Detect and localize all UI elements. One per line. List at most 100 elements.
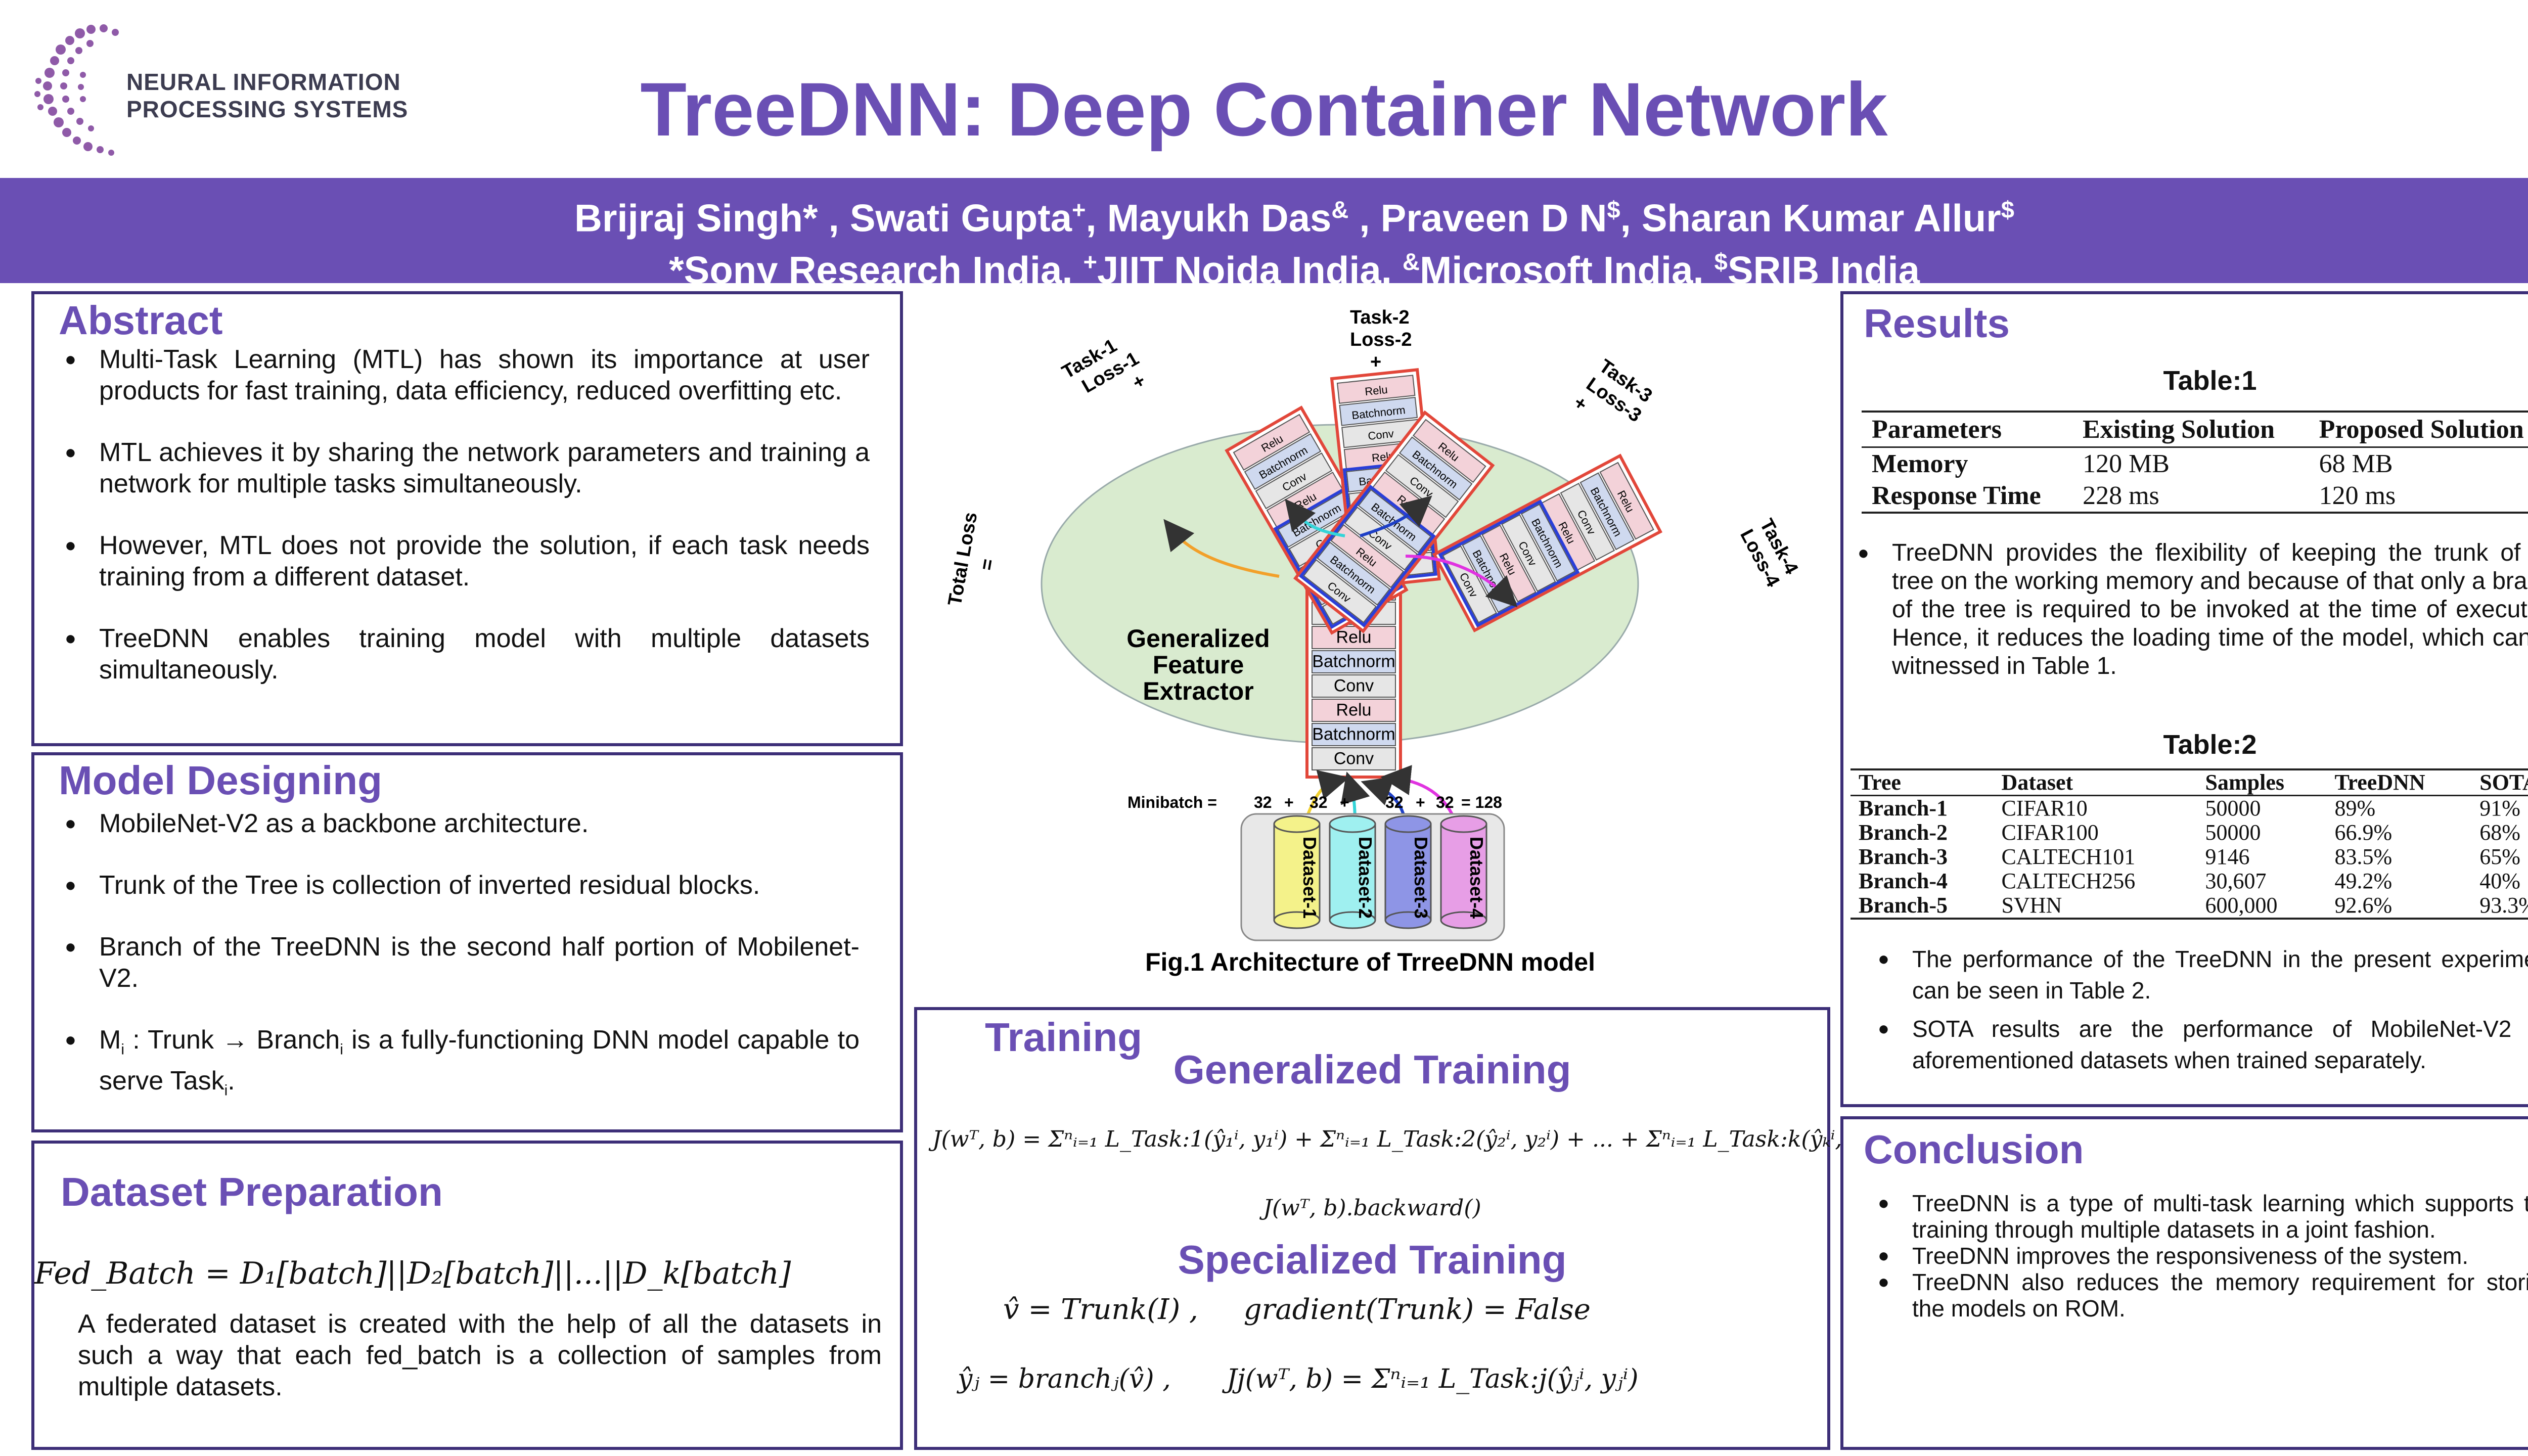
abstract-item: However, MTL does not provide the soluti… [51, 530, 870, 593]
branch-inner-frame [1438, 499, 1580, 627]
results-heading: Results [1864, 301, 2010, 346]
svg-text:32: 32 [1254, 793, 1272, 811]
layer-block [1330, 524, 1405, 588]
layer-label: Relu [1336, 628, 1372, 647]
arrow-to-branch-1 [1163, 519, 1280, 578]
conclusion-item: TreeDNN improves the responsiveness of t… [1864, 1243, 2528, 1269]
layer-block [1312, 674, 1396, 698]
svg-text:Loss-2: Loss-2 [1350, 329, 1412, 350]
generalized-training-heading: Generalized Training [1173, 1047, 1571, 1092]
abstract-item: Multi-Task Learning (MTL) has shown its … [51, 344, 870, 406]
abstract-item: TreeDNN enables training model with mult… [51, 623, 870, 686]
table1-row: Memory 120 MB 68 MB [1872, 449, 2393, 478]
dataset-cylinder-top [1329, 815, 1376, 833]
layer-block [1312, 626, 1396, 649]
abstract-heading: Abstract [59, 298, 223, 343]
backward-formula: J(wᵀ, b).backward() [1263, 1195, 1481, 1221]
abstract-panel: Abstract Multi-Task Learning (MTL) has s… [31, 291, 903, 746]
dataset-cylinder [1440, 823, 1487, 921]
dataset-cylinder-bottom [1329, 911, 1376, 929]
results-panel: Results Table:1 Parameters Existing Solu… [1840, 291, 2528, 1107]
model-list: MobileNet-V2 as a backbone architecture.… [51, 808, 860, 1107]
model-item: MobileNet-V2 as a backbone architecture. [51, 808, 860, 839]
model-item: Mi : Trunk → Branchi is a fully-function… [51, 1024, 860, 1107]
table1-caption: Table:1 [2163, 366, 2257, 396]
table2-header: Dataset [2001, 770, 2073, 795]
abstract-item: MTL achieves it by sharing the network p… [51, 437, 870, 499]
layer-label: Batchnorm [1312, 652, 1395, 671]
layer-label: Relu [1364, 383, 1388, 398]
dataset-label: Dataset-4 [1466, 837, 1487, 919]
results-list-2: The performance of the TreeDNN in the pr… [1864, 943, 2528, 1076]
layer-block [1312, 723, 1396, 746]
layer-label: Conv [1334, 676, 1374, 696]
table2-header: SOTA [2479, 770, 2528, 795]
task-1-label: Task-1 Loss-1 + [1059, 335, 1149, 397]
affiliations-line: *Sony Research India, +JIIT Noida India,… [669, 248, 1920, 292]
table1-header: Parameters [1872, 415, 2002, 444]
layer-block [1520, 504, 1576, 582]
training-heading: Training [985, 1015, 1143, 1060]
table-2: Tree Dataset Samples TreeDNN SOTA Branch… [1850, 768, 2528, 920]
layer-block [1244, 433, 1322, 490]
layer-block [1312, 699, 1396, 722]
task-4-label: Task-4 Loss-4 [1736, 516, 1802, 591]
svg-text:Minibatch =: Minibatch = [1127, 793, 1217, 811]
neurips-logo: NEURAL INFORMATION PROCESSING SYSTEMS [30, 20, 450, 167]
svg-text:32: 32 [1436, 793, 1454, 811]
conclusion-heading: Conclusion [1864, 1127, 2084, 1172]
dataset-cylinder [1384, 823, 1432, 921]
table-1: Parameters Existing Solution Proposed So… [1862, 411, 2528, 514]
results-text-list: TreeDNN provides the flexibility of keep… [1843, 539, 2528, 680]
table1-header: Existing Solution [2083, 415, 2275, 444]
arrow-to-branch-4 [1405, 555, 1518, 608]
svg-text:=: = [976, 557, 999, 572]
trunk-formula: v̂ = Trunk(I) ,gradient(Trunk) = False [1003, 1293, 1591, 1326]
dataset-cylinder [1273, 823, 1321, 921]
results-item: SOTA results are the performance of Mobi… [1864, 1013, 2528, 1076]
layer-block [1501, 514, 1556, 592]
figure-caption: Fig.1 Architecture of TrreeDNN model [1145, 948, 1595, 976]
model-heading: Model Designing [59, 758, 382, 803]
table2-header: Samples [2205, 770, 2284, 795]
conclusion-list: TreeDNN is a type of multi-task learning… [1864, 1190, 2528, 1322]
svg-text:+: + [1416, 793, 1425, 811]
layer-block [1560, 482, 1615, 561]
results-item: TreeDNN provides the flexibility of keep… [1843, 539, 2528, 680]
dataset-cylinder-bottom [1273, 911, 1321, 929]
architecture-diagram: Generalized Feature Extractor ReluBatchn… [944, 307, 1802, 976]
dataset-text: A federated dataset is created with the … [78, 1309, 882, 1401]
dataset-cylinder-top [1440, 815, 1487, 833]
poster-title: TreeDNN: Deep Container Network [640, 67, 1888, 152]
abstract-list: Multi-Task Learning (MTL) has shown its … [51, 344, 870, 686]
conclusion-item: TreeDNN also reduces the memory requirem… [1864, 1269, 2528, 1322]
table1-row: Response Time 228 ms 120 ms [1872, 481, 2396, 510]
model-designing-panel: Model Designing MobileNet-V2 as a backbo… [31, 752, 903, 1132]
svg-text:Task-2: Task-2 [1350, 307, 1410, 328]
layer-block [1317, 541, 1390, 606]
conclusion-item: TreeDNN is a type of multi-task learning… [1864, 1190, 2528, 1243]
total-loss-label: Total Loss = [944, 511, 999, 608]
svg-text:+: + [1129, 370, 1149, 394]
layer-label: Relu [1336, 701, 1372, 720]
layer-block [1344, 506, 1418, 571]
dataset-label: Dataset-3 [1411, 837, 1431, 919]
logo-dots-icon [34, 24, 119, 156]
arrow-to-branch-2 [1285, 498, 1345, 537]
arrow-to-branch-3 [1360, 495, 1432, 537]
extractor-label: Extractor [1143, 677, 1254, 705]
authors-line: Brijraj Singh* , Swati Gupta+, Mayukh Da… [574, 196, 2014, 240]
layer-block [1385, 453, 1459, 518]
task-2-label: Task-2 Loss-2 + [1350, 307, 1412, 373]
layer-block [1599, 462, 1654, 540]
layer-block [1255, 452, 1333, 510]
dataset-label: Dataset-1 [1299, 837, 1320, 919]
layer-block [1303, 559, 1377, 623]
svg-text:+: + [1284, 793, 1294, 811]
